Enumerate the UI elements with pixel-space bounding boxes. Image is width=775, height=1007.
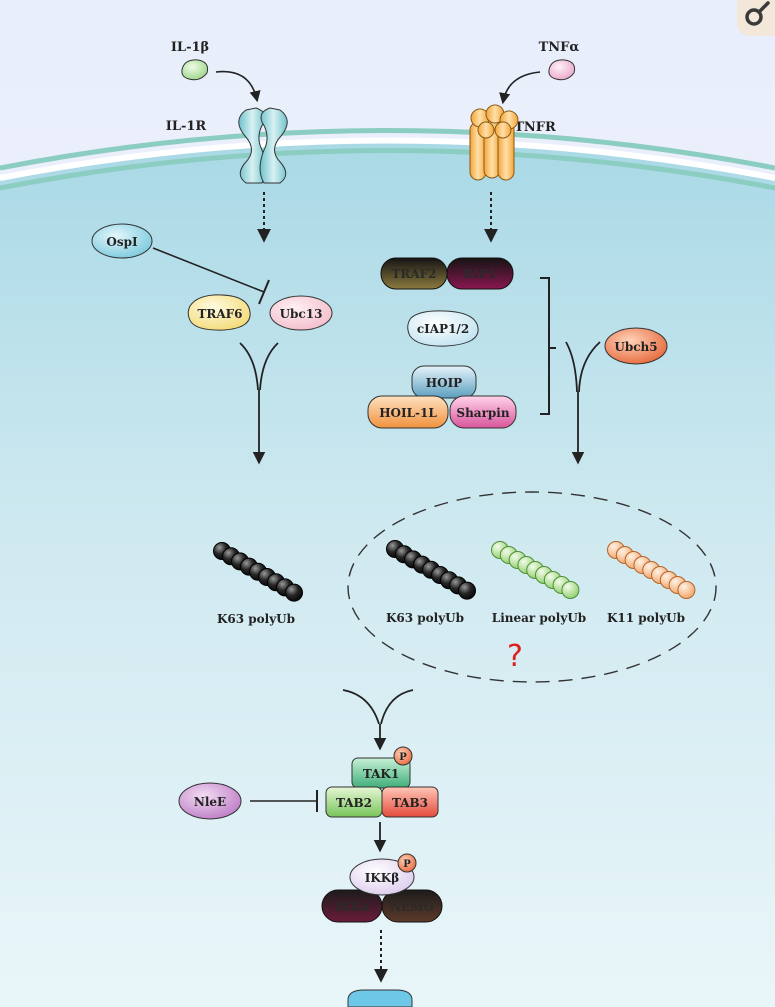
nemo-label: NEMO — [390, 900, 434, 914]
complex-bracket — [540, 277, 556, 415]
hoip-protein — [411, 365, 477, 399]
ikka-label: IKKα — [334, 900, 370, 914]
k63-label-right: K63 polyUb — [386, 611, 464, 625]
tnfa-label: TNFα — [539, 40, 580, 55]
ubiquitin-bead — [677, 581, 696, 599]
rip1-protein — [446, 257, 514, 290]
ospi-inhibition-line — [152, 247, 265, 293]
ospi-label: OspI — [106, 235, 138, 249]
il1b-ligand — [181, 59, 209, 81]
tab3-label: TAB3 — [392, 796, 428, 810]
il1r-label: IL-1R — [166, 119, 207, 134]
k11-label: K11 polyUb — [607, 611, 685, 625]
k11-chain — [607, 541, 696, 599]
tnfa-ligand — [548, 59, 576, 81]
tak1-phospho-label: P — [399, 752, 407, 763]
sharpin-protein — [449, 395, 517, 429]
il1b-binding-arrow — [215, 70, 261, 103]
ubiquitin-bead — [458, 581, 476, 600]
corner-search-button[interactable] — [737, 0, 775, 36]
ubch5-label: Ubch5 — [614, 340, 657, 354]
k63-chain-left — [213, 542, 303, 602]
nlee-protein — [178, 782, 242, 820]
tnfa-binding-arrow — [499, 71, 541, 105]
ubc13-protein — [269, 295, 333, 331]
ikkb-phospho-label: P — [403, 859, 411, 870]
rip1-label: RIP1 — [464, 267, 497, 281]
tab2-label: TAB2 — [336, 796, 372, 810]
il1b-label: IL-1β — [171, 40, 209, 55]
k63-label-left: K63 polyUb — [217, 612, 295, 626]
hoil-protein — [367, 395, 449, 429]
tak1-activation-arrow — [342, 689, 414, 751]
tak1-phospho — [393, 746, 413, 766]
ospi-inhibition-bar — [258, 279, 270, 305]
ciap-label: cIAP1/2 — [417, 322, 469, 336]
tak1-label: TAK1 — [363, 767, 399, 781]
ikkb-label: IKKβ — [365, 871, 399, 885]
sharpin-label: Sharpin — [456, 406, 509, 420]
ubch5-protein — [604, 327, 668, 365]
right-ubiquitination-arrow — [565, 341, 601, 465]
nemo-protein — [381, 889, 443, 923]
linear-chain — [491, 541, 580, 599]
nlee-label: NleE — [194, 795, 226, 809]
question-mark: ? — [507, 639, 523, 674]
tnfr-receptor — [469, 104, 519, 181]
ikkb-phospho — [397, 853, 417, 873]
il1r-receptor — [238, 107, 288, 184]
linear-label: Linear polyUb — [492, 611, 586, 625]
traf6-protein — [187, 294, 251, 331]
tak1-protein — [351, 757, 411, 789]
hoip-label: HOIP — [426, 376, 462, 390]
ospi-protein — [91, 223, 153, 259]
tnfr-label: TNFR — [514, 120, 556, 135]
traf2-label: TRAF2 — [391, 267, 436, 281]
uncertain-chains-boundary — [347, 491, 717, 683]
ciap-protein — [407, 310, 479, 347]
downstream-protein-partial — [347, 989, 413, 1007]
ubiquitin-bead — [285, 583, 303, 602]
traf6-label: TRAF6 — [197, 307, 242, 321]
ubc13-label: Ubc13 — [280, 307, 323, 321]
ikkb-protein — [349, 858, 415, 896]
cell-membrane-core — [0, 137, 775, 181]
cell-membrane-outer — [0, 128, 775, 171]
tab3-protein — [381, 786, 439, 818]
k63-chain-right — [386, 540, 476, 600]
hoil-label: HOIL-1L — [379, 406, 437, 420]
ubiquitin-bead — [561, 581, 580, 599]
cell-membrane-inner — [0, 148, 775, 191]
left-ubiquitination-arrow — [239, 342, 279, 465]
magnifier-icon — [745, 8, 763, 26]
